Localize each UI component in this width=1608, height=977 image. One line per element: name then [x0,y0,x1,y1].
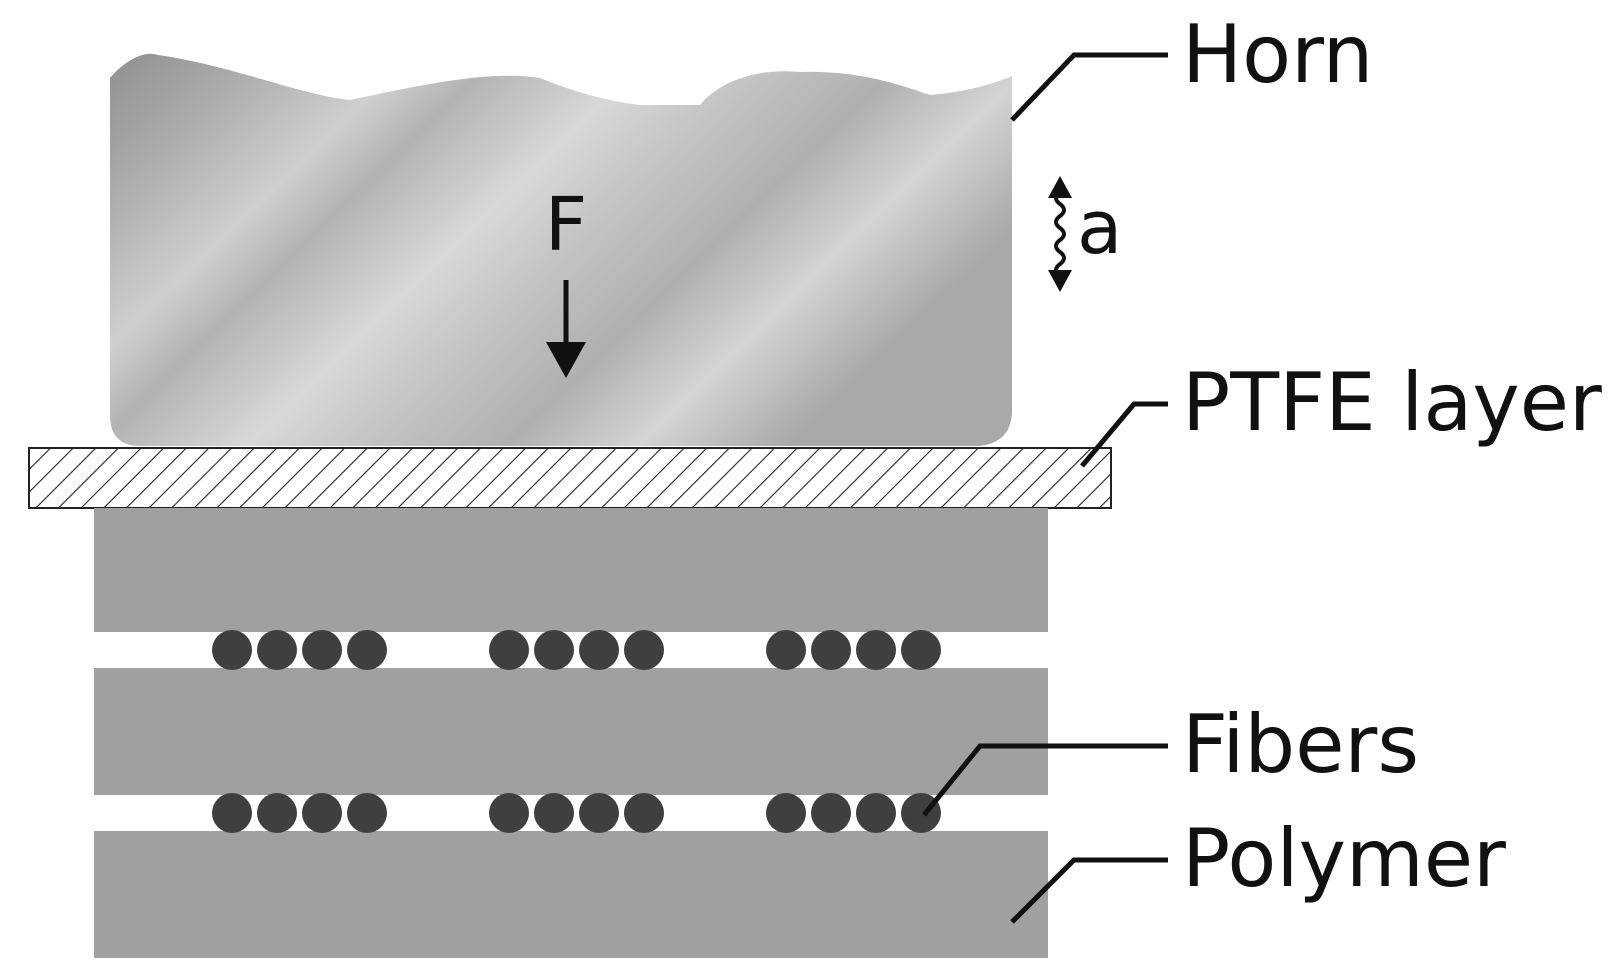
fiber [257,630,297,670]
polymer-band-bottom [94,831,1048,958]
fibers-label: Fibers [1182,698,1419,791]
fiber [302,793,342,833]
fiber [302,630,342,670]
ptfe-leader [1080,401,1168,468]
fiber [347,630,387,670]
fiber [811,793,851,833]
fiber [489,793,529,833]
fiber [624,630,664,670]
polymer-laminate [94,508,1048,958]
polymer-band-middle [94,668,1048,795]
fiber [766,793,806,833]
force-arrow: F [545,182,588,378]
polymer-label: Polymer [1182,812,1506,905]
amplitude-arrow-up [1048,176,1072,198]
ptfe-layer [28,447,1112,509]
fiber [257,793,297,833]
fiber [534,793,574,833]
fiber [624,793,664,833]
fiber [212,630,252,670]
ptfe-layer-label: PTFE layer [1182,356,1602,449]
fiber [579,793,619,833]
amplitude-label: a [1077,185,1122,271]
fiber [856,793,896,833]
fiber [534,630,574,670]
polymer-band-top [94,508,1048,632]
horn-body [110,53,1012,446]
force-label: F [545,182,588,268]
horn [110,53,1012,446]
fiber [811,630,851,670]
leader-lines [922,52,1168,924]
amplitude-wave [1054,190,1066,278]
fiber [489,630,529,670]
horn-label: Horn [1182,8,1373,101]
fiber [901,630,941,670]
force-arrow-head [546,342,586,378]
fiber [347,793,387,833]
amplitude-indicator: a [1048,176,1122,292]
fibers [212,630,941,833]
fiber [579,630,619,670]
fiber [766,630,806,670]
fiber [856,630,896,670]
horn-leader [1010,52,1168,122]
fibers-leader [922,743,1168,817]
polymer-leader [1010,857,1168,924]
amplitude-arrow-down [1048,270,1072,292]
fiber [212,793,252,833]
